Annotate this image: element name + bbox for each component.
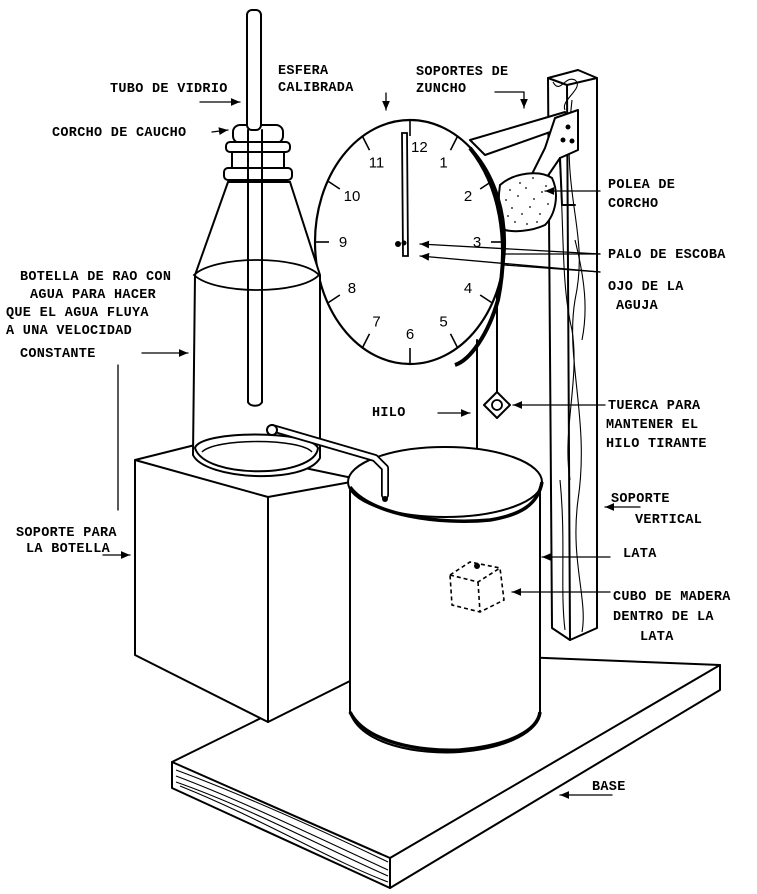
dial-tick <box>449 135 459 151</box>
label-bottle-line3: QUE EL AGUA FLUYA <box>6 306 149 321</box>
label-nut-line2: MANTENER EL <box>606 418 698 433</box>
label-glass-tube: TUBO DE VIDRIO <box>110 82 228 97</box>
dial-number: 11 <box>369 154 385 171</box>
label-vertical-support-line1: SOPORTE <box>611 492 670 507</box>
can <box>347 446 544 754</box>
dial-number: 7 <box>372 314 380 331</box>
label-cork-pulley-line2: CORCHO <box>608 197 658 212</box>
rubber-cork <box>223 124 293 181</box>
dial-tick <box>327 294 341 304</box>
dial-tick <box>479 180 493 190</box>
tension-nut <box>483 391 511 419</box>
dial-number: 5 <box>439 314 447 331</box>
dial-needle <box>395 132 409 257</box>
label-strap-supports-line2: ZUNCHO <box>416 82 466 97</box>
glass-tube <box>246 9 263 407</box>
dial-number: 8 <box>348 280 356 297</box>
label-nut-line3: HILO TIRANTE <box>606 437 707 452</box>
label-calibrated-dial-line2: CALIBRADA <box>278 81 354 96</box>
label-bottle-line4: A UNA VELOCIDAD <box>6 324 132 339</box>
bottle <box>191 9 389 502</box>
label-bottle-support-line2: LA BOTELLA <box>26 542 111 557</box>
dial-ticks <box>315 120 505 364</box>
label-needle-eye-line2: AGUJA <box>616 299 659 314</box>
strap-bracket <box>469 109 579 206</box>
label-broomstick: PALO DE ESCOBA <box>608 248 726 263</box>
pointer-arrows <box>102 91 641 799</box>
dial-tick <box>449 333 459 349</box>
dial-number: 10 <box>344 188 361 205</box>
dial-tick <box>327 180 341 190</box>
wooden-cube <box>449 561 505 613</box>
label-wooden-cube-line3: LATA <box>640 630 674 645</box>
label-strap-supports-line1: SOPORTES DE <box>416 65 508 80</box>
label-bottle-line1: BOTELLA DE RAO CON <box>20 270 171 285</box>
dial-numbers: 12 12 3 45 6 78 9 10 11 <box>339 139 481 343</box>
label-rubber-cork: CORCHO DE CAUCHO <box>52 126 186 141</box>
label-cork-pulley-line1: POLEA DE <box>608 178 675 193</box>
dial-number: 2 <box>464 188 472 205</box>
dial-number: 3 <box>473 234 481 251</box>
label-nut-line1: TUERCA PARA <box>608 399 701 414</box>
label-wooden-cube-line1: CUBO DE MADERA <box>613 590 731 605</box>
dial-tick <box>361 135 371 151</box>
dial-tick <box>479 294 493 304</box>
label-bottle-line2: AGUA PARA HACER <box>30 288 157 303</box>
base-board <box>171 651 721 889</box>
label-base: BASE <box>592 780 626 795</box>
label-bottle-support-line1: SOPORTE PARA <box>16 526 117 541</box>
cork-pulley <box>497 172 557 233</box>
dial-tick <box>361 333 371 349</box>
outlet-tube <box>266 424 389 502</box>
dial-number: 12 <box>411 139 428 156</box>
label-can: LATA <box>623 547 657 562</box>
label-needle-eye-line1: OJO DE LA <box>608 280 684 295</box>
label-bottle-line5: CONSTANTE <box>20 347 96 362</box>
label-string: HILO <box>372 406 406 421</box>
label-vertical-support-line2: VERTICAL <box>635 513 702 528</box>
label-wooden-cube-line2: DENTRO DE LA <box>613 610 714 625</box>
bottle-support-box <box>134 444 363 723</box>
calibrated-dial: 12 12 3 45 6 78 9 10 11 <box>313 118 507 367</box>
dial-number: 1 <box>439 154 447 171</box>
label-calibrated-dial-line1: ESFERA <box>278 64 329 79</box>
vertical-support-post <box>547 69 598 641</box>
dial-number: 9 <box>339 234 347 251</box>
dial-number: 4 <box>464 280 472 297</box>
dial-number: 6 <box>406 326 414 343</box>
labels: TUBO DE VIDRIO ESFERA CALIBRADA SOPORTES… <box>6 64 731 795</box>
